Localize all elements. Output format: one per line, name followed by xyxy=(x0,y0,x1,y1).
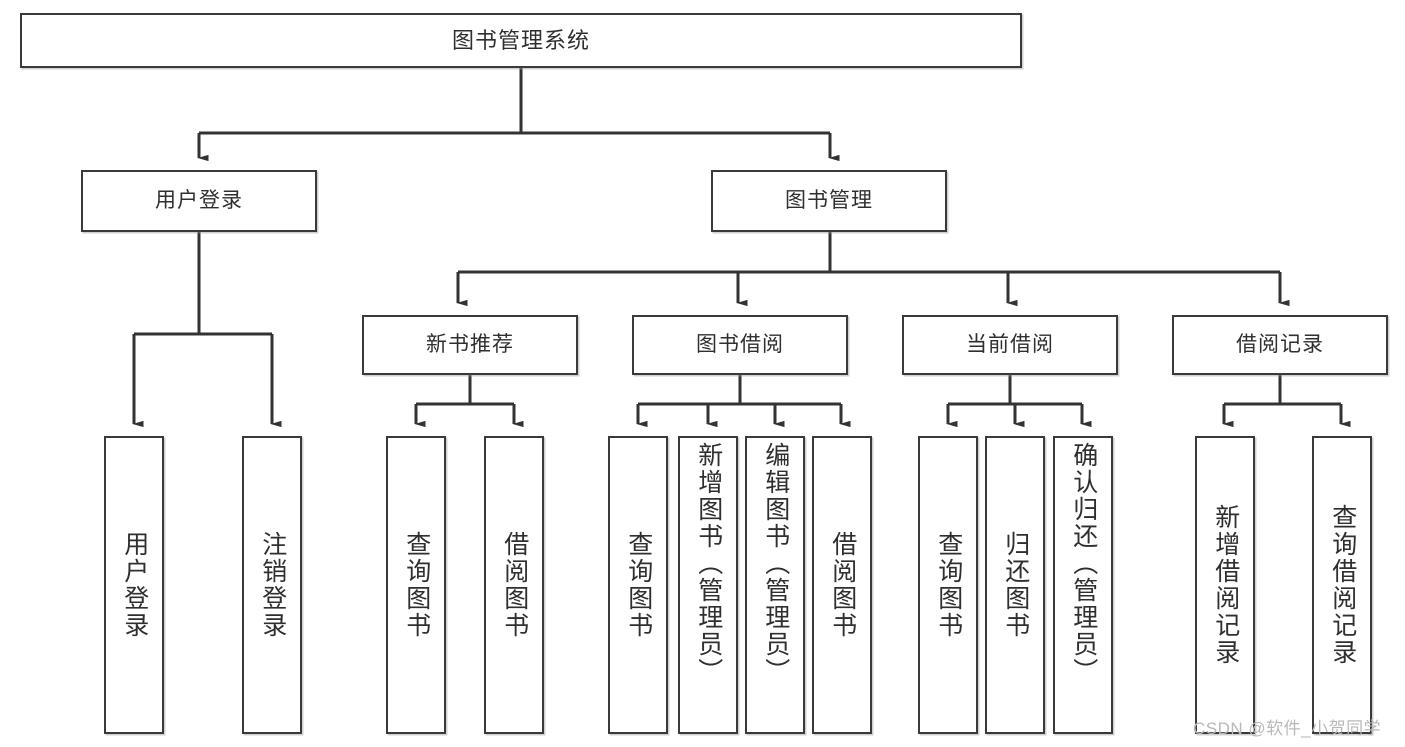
leaf-text-wrap: 查询借阅记录 xyxy=(1328,438,1357,732)
node-book-management[interactable]: 图书管理 xyxy=(711,170,947,232)
node-label: 借阅记录 xyxy=(1236,332,1324,356)
leaf-add-book-admin[interactable]: 新增图书（管理员） xyxy=(678,436,738,734)
node-label: 借阅图书 xyxy=(500,531,529,639)
node-new-book-recommend[interactable]: 新书推荐 xyxy=(362,315,578,375)
node-label: 图书借阅 xyxy=(696,332,784,356)
node-label: 归还图书 xyxy=(1001,531,1030,639)
node-book-borrow[interactable]: 图书借阅 xyxy=(632,315,848,375)
leaf-text-wrap: 查询图书 xyxy=(624,438,653,732)
leaf-add-borrow-record[interactable]: 新增借阅记录 xyxy=(1195,436,1255,734)
node-label: 新书推荐 xyxy=(426,332,514,356)
leaf-edit-book-admin[interactable]: 编辑图书（管理员） xyxy=(745,436,805,734)
node-label: 图书管理系统 xyxy=(451,27,590,53)
node-root-book-management-system[interactable]: 图书管理系统 xyxy=(20,13,1022,68)
leaf-user-login[interactable]: 用户登录 xyxy=(104,436,164,734)
leaf-borrow-book[interactable]: 借阅图书 xyxy=(812,436,872,734)
node-label: 用户登录 xyxy=(120,531,149,639)
node-borrow-record[interactable]: 借阅记录 xyxy=(1172,315,1388,375)
node-label: 用户登录 xyxy=(155,188,243,212)
node-label: 借阅图书 xyxy=(828,531,857,639)
leaf-text-wrap: 新增图书（管理员） xyxy=(694,438,723,736)
node-label: 新增图书（管理员） xyxy=(694,442,723,685)
leaf-text-wrap: 查询图书 xyxy=(934,438,963,732)
leaf-text-wrap: 编辑图书（管理员） xyxy=(761,438,790,736)
node-label: 注销登录 xyxy=(258,531,287,639)
node-label: 当前借阅 xyxy=(966,332,1054,356)
leaf-logout[interactable]: 注销登录 xyxy=(242,436,302,734)
leaf-text-wrap: 注销登录 xyxy=(258,438,287,732)
leaf-query-book-borrow[interactable]: 查询图书 xyxy=(608,436,668,734)
node-label: 编辑图书（管理员） xyxy=(761,442,790,685)
leaf-text-wrap: 归还图书 xyxy=(1001,438,1030,732)
node-label: 查询图书 xyxy=(402,531,431,639)
csdn-watermark: CSDN @软件_小贺同学 xyxy=(1193,719,1382,738)
node-label: 图书管理 xyxy=(785,188,873,212)
leaf-text-wrap: 确认归还（管理员） xyxy=(1069,438,1098,736)
leaf-text-wrap: 查询图书 xyxy=(402,438,431,732)
leaf-query-book-recommend[interactable]: 查询图书 xyxy=(386,436,446,734)
leaf-borrow-book-recommend[interactable]: 借阅图书 xyxy=(484,436,544,734)
leaf-query-book-current[interactable]: 查询图书 xyxy=(918,436,978,734)
leaf-query-borrow-record[interactable]: 查询借阅记录 xyxy=(1312,436,1372,734)
node-current-borrow[interactable]: 当前借阅 xyxy=(902,315,1118,375)
leaf-text-wrap: 用户登录 xyxy=(120,438,149,732)
node-label: 查询借阅记录 xyxy=(1328,504,1357,666)
node-user-login[interactable]: 用户登录 xyxy=(81,170,317,232)
leaf-confirm-return-admin[interactable]: 确认归还（管理员） xyxy=(1053,436,1113,734)
node-label: 查询图书 xyxy=(624,531,653,639)
node-label: 查询图书 xyxy=(934,531,963,639)
node-label: 新增借阅记录 xyxy=(1211,504,1240,666)
leaf-text-wrap: 借阅图书 xyxy=(828,438,857,732)
node-label: 确认归还（管理员） xyxy=(1069,442,1098,685)
leaf-text-wrap: 借阅图书 xyxy=(500,438,529,732)
leaf-text-wrap: 新增借阅记录 xyxy=(1211,438,1240,732)
leaf-return-book[interactable]: 归还图书 xyxy=(985,436,1045,734)
